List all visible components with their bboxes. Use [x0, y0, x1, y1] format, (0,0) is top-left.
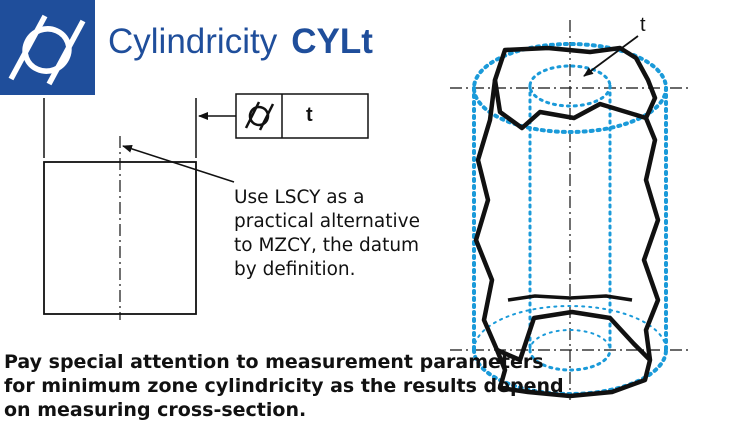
cylinder-zone-drawing: [450, 20, 690, 400]
fcf-outline: [235, 93, 369, 139]
lscy-note: Use LSCY as a practical alternative to M…: [234, 186, 420, 282]
inner-zone-cylinder: [528, 64, 612, 372]
title-code: CYLt: [291, 22, 373, 61]
actual-feature-outline: [473, 45, 661, 399]
lscy-note-line: to MZCY, the datum: [234, 235, 420, 256]
lscy-note-line: by definition.: [234, 259, 356, 280]
fcf-tolerance-value: t: [306, 104, 313, 126]
page-title: Cylindricity CYLt: [108, 22, 373, 62]
measurement-note-line: Pay special attention to measurement par…: [4, 351, 544, 373]
measurement-note-line: for minimum zone cylindricity as the res…: [4, 375, 564, 397]
feature-control-frame: [235, 93, 369, 139]
logo-box: [0, 0, 95, 95]
lscy-note-line: practical alternative: [234, 211, 420, 232]
note-leader-arrow: [122, 144, 235, 183]
left-drawing: [43, 98, 236, 320]
measurement-note-line: on measuring cross-section.: [4, 399, 307, 421]
tolerance-leader-arrow: [583, 35, 639, 77]
cylinder-tolerance-label: t: [640, 14, 646, 36]
measurement-note: Pay special attention to measurement par…: [4, 350, 564, 422]
cylindricity-symbol-icon: [8, 14, 86, 86]
title-text: Cylindricity: [108, 22, 278, 61]
lscy-note-line: Use LSCY as a: [234, 187, 365, 208]
cylindricity-symbol-icon: [244, 101, 275, 131]
